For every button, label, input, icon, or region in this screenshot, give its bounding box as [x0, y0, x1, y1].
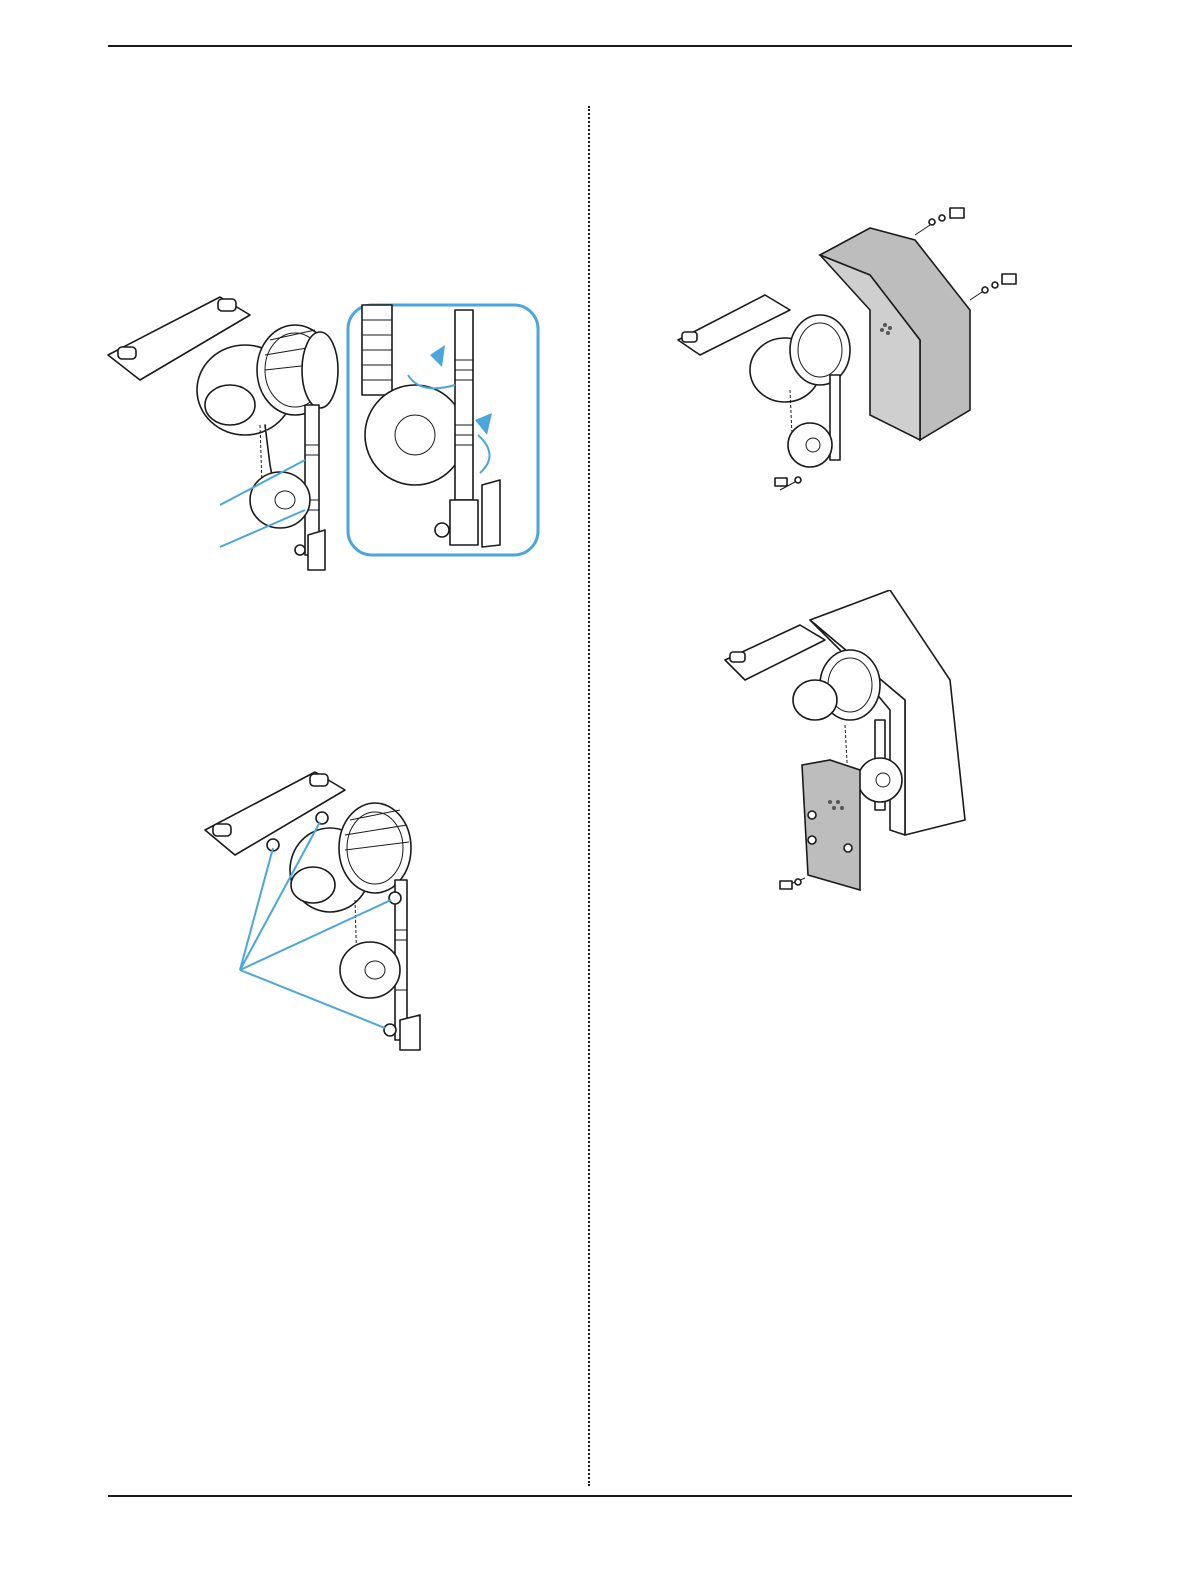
figure-bolts: [195, 760, 445, 1065]
figure-cover-installed: [720, 590, 970, 905]
drive-assembly-icon: [100, 285, 550, 575]
cover-assembly-icon: [670, 200, 1030, 500]
figure-cover-exploded: [670, 200, 1030, 505]
header-rule: [108, 45, 1072, 47]
figure-chain-adjust: [100, 285, 550, 580]
drive-assembly-icon: [195, 760, 445, 1060]
cover-assembly-icon: [720, 590, 970, 900]
footer-rule: [108, 1495, 1072, 1497]
column-divider: [588, 106, 590, 1486]
